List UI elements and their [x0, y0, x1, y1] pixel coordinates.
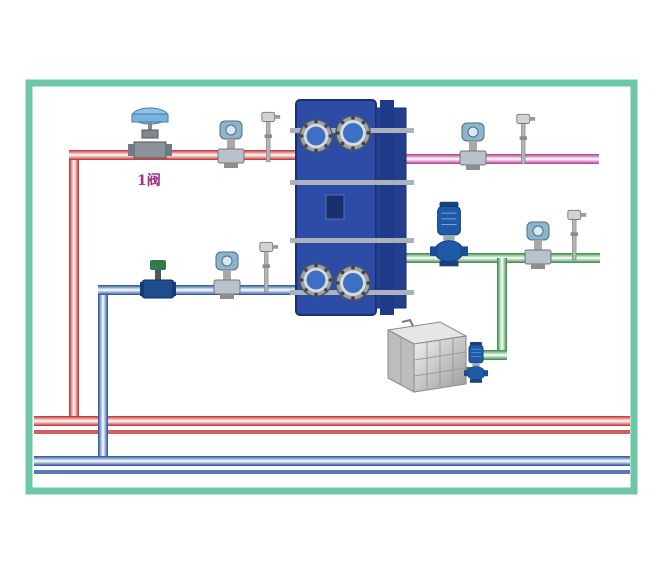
flow-meter-icon[interactable] — [140, 260, 176, 299]
control-valve-icon[interactable] — [128, 107, 172, 159]
outer-frame — [25, 79, 638, 495]
pressure-transmitter-icon[interactable] — [217, 120, 245, 169]
hot-pipe-bottom-secondary — [34, 430, 630, 434]
cold-pipe-top — [98, 285, 301, 295]
water-tank-icon[interactable] — [386, 318, 468, 393]
green-pipe-pump-link — [470, 350, 507, 360]
pressure-transmitter-icon[interactable] — [524, 221, 552, 270]
hot-pipe-bottom-main — [34, 416, 630, 426]
plate-heat-exchanger-icon[interactable] — [290, 99, 414, 316]
cold-pipe-bottom-secondary — [34, 470, 630, 474]
temperature-sensor-icon[interactable] — [259, 241, 279, 293]
valve-1-label: 1阀 — [137, 172, 161, 189]
cold-pipe-vertical — [98, 285, 108, 460]
pressure-transmitter-icon[interactable] — [459, 122, 487, 171]
green-pipe-right-branch — [497, 258, 507, 358]
temperature-sensor-icon[interactable] — [567, 209, 587, 261]
pump-icon[interactable] — [464, 342, 488, 384]
cold-pipe-bottom-main — [34, 456, 630, 466]
hot-pipe-top — [69, 150, 301, 160]
purple-pipe — [405, 154, 599, 164]
pressure-transmitter-icon[interactable] — [213, 251, 241, 300]
hot-pipe-vertical — [69, 150, 79, 423]
